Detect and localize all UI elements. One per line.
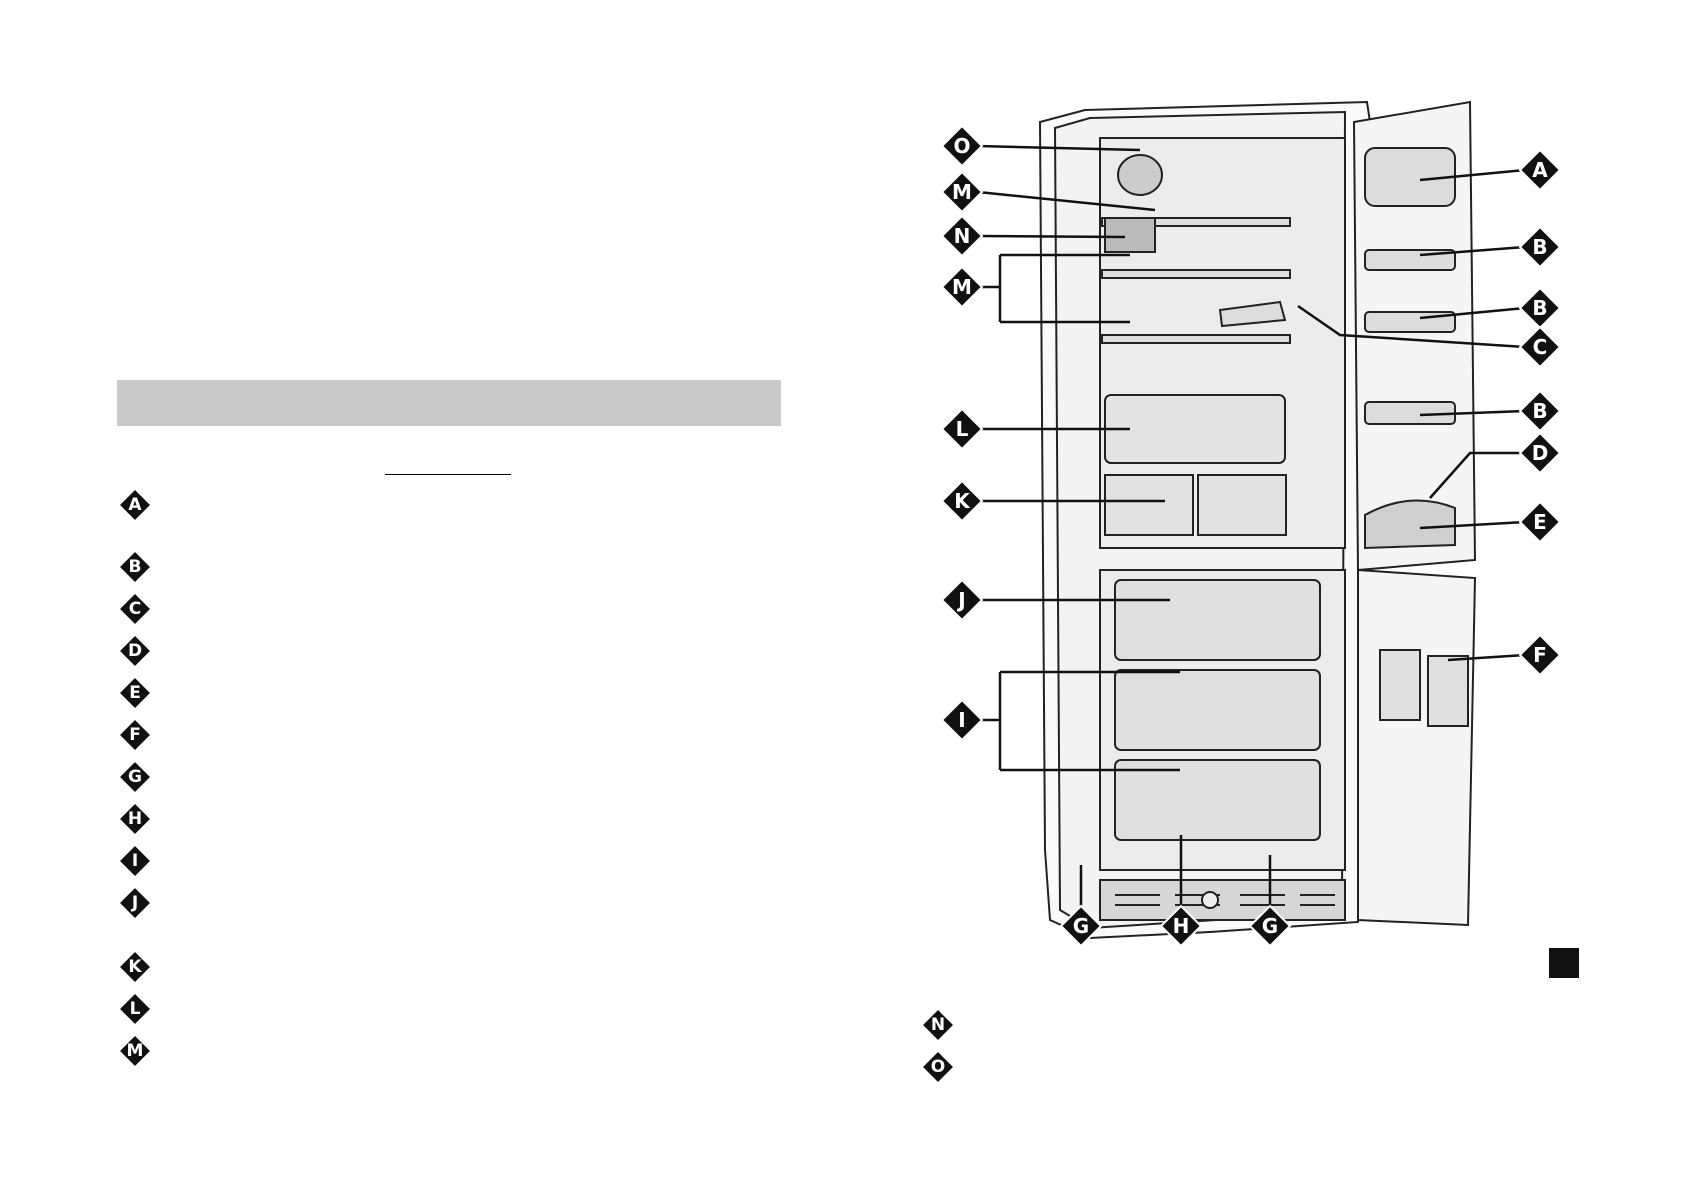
diamond-icon — [118, 676, 152, 710]
callout-a: A — [1518, 148, 1560, 192]
callout-j: J — [940, 578, 984, 622]
callout-o: O — [940, 124, 984, 168]
legend-badge-j: J — [118, 886, 152, 920]
svg-text:E: E — [1533, 510, 1547, 534]
legend-letter: E — [129, 683, 141, 703]
callout-n: N — [940, 214, 984, 258]
diamond-icon — [118, 802, 152, 836]
svg-text:A: A — [1532, 158, 1548, 182]
svg-text:I: I — [958, 708, 965, 732]
svg-text:B: B — [1532, 296, 1547, 320]
callout-g: G — [1059, 904, 1103, 948]
legend-badge-o: O — [921, 1050, 955, 1084]
callout-k: K — [940, 479, 984, 523]
diamond-icon — [921, 1008, 955, 1042]
legend-letter: B — [128, 557, 142, 577]
callout-b: B — [1518, 225, 1560, 269]
diamond-icon — [118, 886, 152, 920]
svg-text:N: N — [954, 224, 971, 248]
legend-letter: O — [930, 1057, 946, 1077]
legend-badge-e: E — [118, 676, 152, 710]
fridge-diagram: O M N M L K J I A B B C B D E F G H G — [940, 100, 1560, 948]
diamond-icon — [118, 550, 152, 584]
svg-text:L: L — [956, 417, 969, 441]
callout-b: B — [1518, 286, 1560, 330]
legend-badge-f: F — [118, 718, 152, 752]
legend-badge-k: K — [118, 950, 152, 984]
legend-badge-c: C — [118, 592, 152, 626]
callout-i: I — [940, 698, 984, 742]
page-marker-square — [1549, 948, 1579, 978]
diamond-icon — [118, 760, 152, 794]
svg-text:C: C — [1533, 335, 1548, 359]
svg-text:J: J — [956, 588, 965, 612]
diamond-icon — [118, 488, 152, 522]
callout-h: H — [1159, 904, 1203, 948]
diamond-icon — [118, 844, 152, 878]
fridge-illustration — [1038, 100, 1477, 940]
legend-letter: M — [126, 1041, 144, 1061]
svg-text:B: B — [1532, 399, 1547, 423]
legend-letter: N — [930, 1015, 946, 1035]
callout-f: F — [1518, 633, 1560, 677]
callout-m: M — [940, 265, 984, 309]
svg-text:B: B — [1532, 235, 1547, 259]
callout-c: C — [1518, 325, 1560, 369]
svg-text:F: F — [1533, 643, 1547, 667]
legend-letter: D — [127, 641, 143, 661]
diamond-icon — [118, 1034, 152, 1068]
svg-text:H: H — [1173, 914, 1190, 938]
svg-text:G: G — [1262, 914, 1278, 938]
legend-badge-i: I — [118, 844, 152, 878]
legend-letter: L — [129, 999, 141, 1019]
legend-letter: F — [129, 725, 141, 745]
svg-text:M: M — [952, 180, 972, 204]
section-header-bar — [117, 380, 781, 426]
leader-lines — [977, 144, 1526, 906]
callout-b: B — [1518, 389, 1560, 433]
callout-e: E — [1518, 500, 1560, 544]
legend-letter: G — [128, 767, 142, 787]
legend-badge-d: D — [118, 634, 152, 668]
legend-letter: H — [127, 809, 143, 829]
legend-badge-b: B — [118, 550, 152, 584]
legend-badge-l: L — [118, 992, 152, 1026]
title-underline — [385, 474, 511, 475]
svg-text:G: G — [1073, 914, 1089, 938]
svg-text:M: M — [952, 275, 972, 299]
diamond-icon — [118, 592, 152, 626]
diamond-icon — [118, 634, 152, 668]
legend-letter: K — [128, 957, 142, 977]
svg-text:D: D — [1532, 441, 1549, 465]
callout-l: L — [940, 407, 984, 451]
svg-text:K: K — [954, 489, 971, 513]
diamond-icon — [118, 992, 152, 1026]
legend-badge-a: A — [118, 488, 152, 522]
svg-text:O: O — [953, 134, 970, 158]
callout-g: G — [1248, 904, 1292, 948]
legend-badge-m: M — [118, 1034, 152, 1068]
legend-letter: C — [128, 599, 142, 619]
legend-letter: I — [131, 851, 139, 871]
legend-letter: J — [131, 893, 139, 913]
legend-badge-n: N — [921, 1008, 955, 1042]
legend-letter: A — [128, 495, 142, 515]
callout-d: D — [1518, 431, 1560, 475]
legend-badge-h: H — [118, 802, 152, 836]
diagram-callouts: O M N M L K J I A B B C B D E F G H G — [940, 124, 1560, 948]
legend-badge-g: G — [118, 760, 152, 794]
callout-m: M — [940, 170, 984, 214]
diamond-icon — [118, 718, 152, 752]
diamond-icon — [118, 950, 152, 984]
diamond-icon — [921, 1050, 955, 1084]
